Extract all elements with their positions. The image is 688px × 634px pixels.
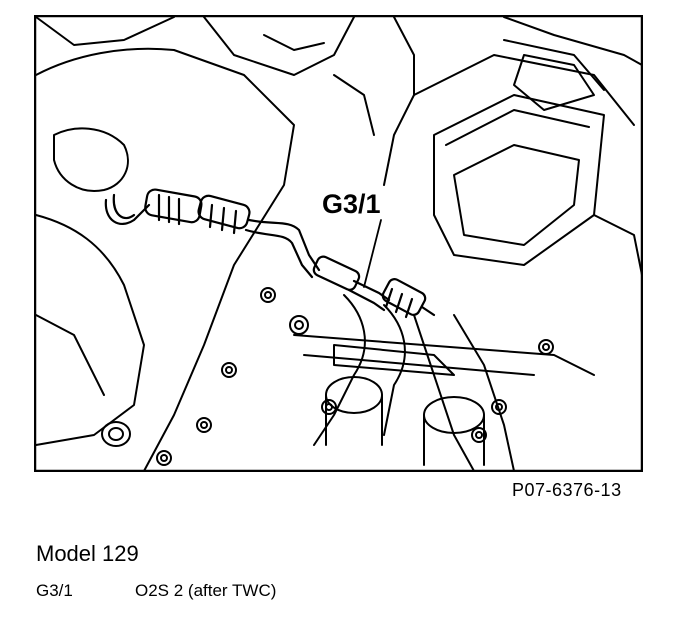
exhaust-pipes: [293, 294, 595, 472]
upper-left-housing: [35, 16, 375, 136]
bolts: [156, 287, 554, 466]
callout-leader-line: [363, 219, 382, 288]
figure-frame: [34, 15, 643, 472]
caption-title: Model 129: [36, 541, 139, 566]
callout-label: G3/1: [322, 189, 381, 219]
legend-code: G3/1: [36, 581, 73, 600]
chassis-left: [35, 47, 295, 472]
technical-illustration: G3/1: [34, 15, 643, 472]
o2-sensor-harness: [104, 188, 436, 319]
legend-description: O2S 2 (after TWC): [135, 581, 277, 600]
figure-id: P07-6376-13: [512, 480, 622, 500]
transmission-housing: [383, 16, 643, 276]
